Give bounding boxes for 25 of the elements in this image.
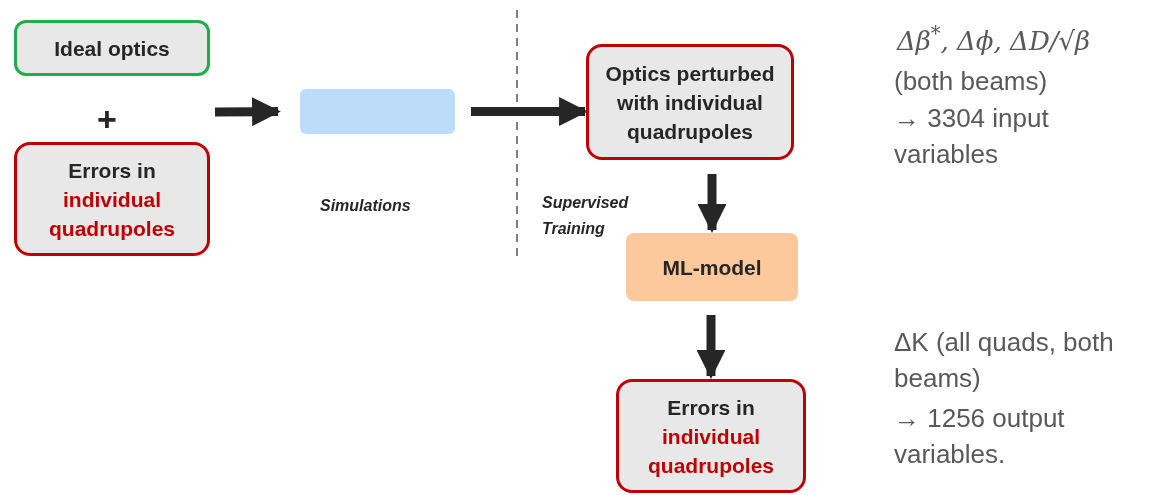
node-text: Errors in (68, 157, 156, 184)
arrow (697, 174, 727, 233)
note-text: → 3304 input variables (894, 102, 1050, 171)
node-text: ML-model (662, 254, 762, 281)
process-box (14, 20, 210, 76)
formula-text: Δβ$^{*}$, Δϕ, ΔD/√β (897, 22, 1092, 58)
note-text: → 1256 output variables. (894, 402, 1066, 471)
process-box (14, 142, 210, 256)
node-text: individual quadrupoles (48, 186, 176, 242)
stage-label: Supervised Training (542, 193, 630, 239)
model-box (626, 233, 798, 301)
node-text: individual quadrupoles (647, 423, 775, 479)
node-text: Errors in (667, 394, 755, 421)
process-box (300, 89, 455, 134)
note-text: (both beams) (894, 65, 1049, 98)
arrow (696, 315, 726, 379)
arrow (471, 97, 588, 126)
stage-label: Simulations (320, 196, 412, 216)
node-text: Optics perturbed with individual quadrupoles (604, 60, 776, 145)
plus-sign: + (96, 99, 118, 140)
process-box (586, 44, 794, 160)
note-text: ΔK (all quads, both beams) (894, 326, 1115, 395)
arrow (214, 97, 281, 127)
node-text: Ideal optics (54, 35, 170, 62)
process-box (616, 379, 806, 493)
